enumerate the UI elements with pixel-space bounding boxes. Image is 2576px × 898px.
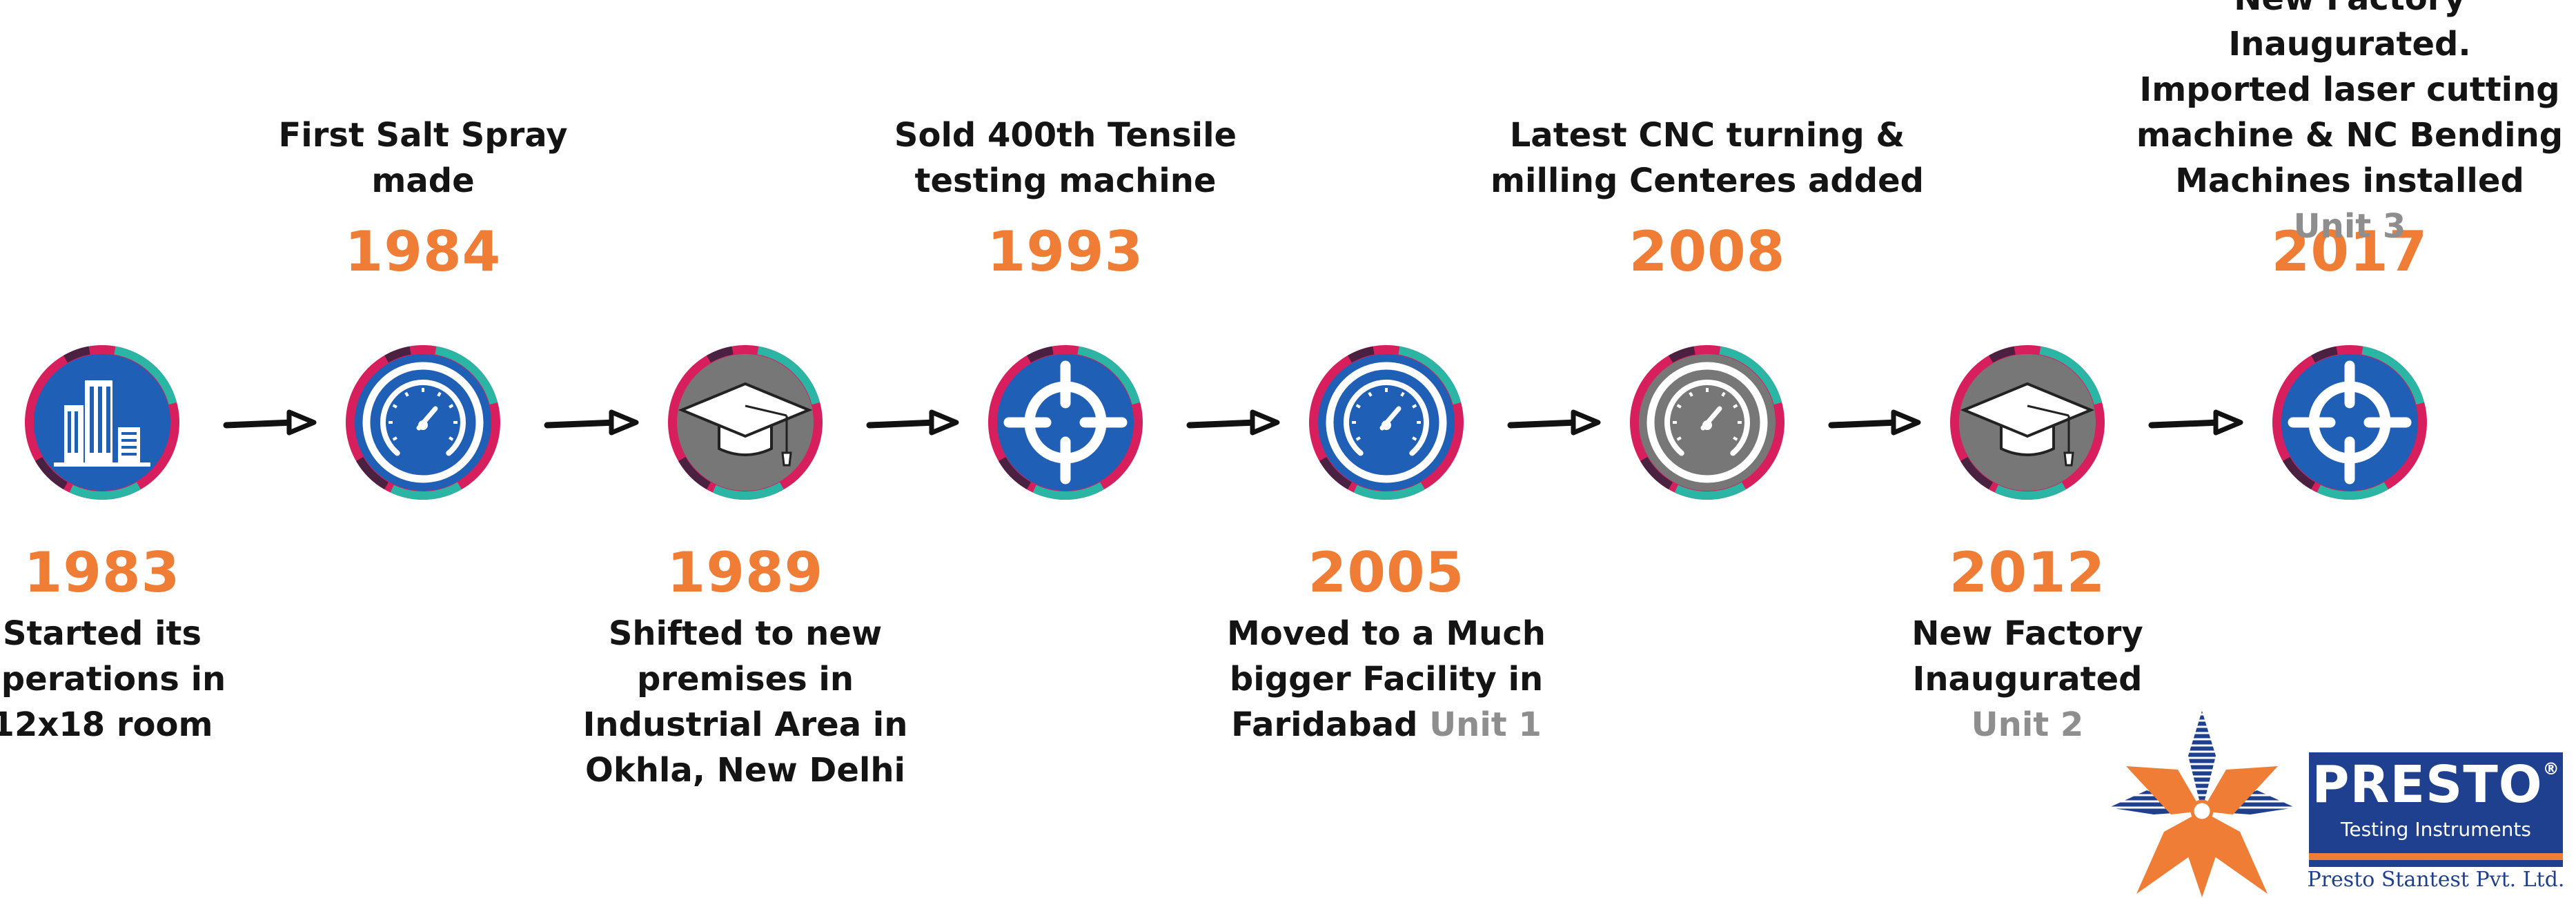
- description-line: Shifted to new: [524, 611, 966, 656]
- milestone-circle: [2272, 345, 2427, 500]
- milestone-description: First Salt Spray made: [202, 113, 644, 204]
- arrow-connector: [1507, 409, 1601, 436]
- description-text: Shifted to new: [608, 614, 883, 653]
- description-text: testing machine: [914, 162, 1217, 200]
- milestone-circle: [1309, 345, 1464, 500]
- graduation-cap-icon: [1960, 382, 2095, 467]
- description-line: New Factory Inaugurated.: [2129, 0, 2570, 67]
- description-text: Okhla, New Delhi: [585, 751, 905, 790]
- milestone-description: Shifted to new premises in Industrial Area…: [524, 611, 966, 793]
- milestone-circle: [668, 345, 823, 500]
- milestone-year: 1983: [23, 540, 181, 605]
- milestone-description: Started its operations in 12x18 room: [0, 611, 323, 748]
- arrow-connector: [1828, 409, 1921, 436]
- milestone-circle: [1630, 345, 1784, 500]
- logo-brand: PRESTO®: [2312, 755, 2560, 814]
- description-text: Latest CNC turning &: [1509, 116, 1905, 155]
- milestone-description: Sold 400th Tensile testing machine: [845, 113, 1286, 204]
- description-text: New Factory Inaugurated: [1911, 614, 2143, 699]
- milestone-circle: [346, 345, 500, 500]
- logo-tagline: Testing Instruments: [2341, 818, 2531, 841]
- milestone-description: Latest CNC turning & milling Centeres add…: [1486, 113, 1928, 204]
- description-line: Machines installed: [2129, 158, 2570, 204]
- description-text: Imported laser cutting: [2139, 70, 2560, 109]
- arrow-connector: [866, 409, 959, 436]
- description-line: Industrial Area in: [524, 702, 966, 748]
- description-line: Okhla, New Delhi: [524, 748, 966, 793]
- arrow-connector: [1186, 409, 1280, 436]
- description-line: made: [202, 158, 644, 204]
- description-line: testing machine: [845, 158, 1286, 204]
- description-line: First Salt Spray: [202, 113, 644, 158]
- description-text: Started its: [2, 614, 202, 653]
- presto-star-logo-icon: [2105, 711, 2299, 897]
- presto-logo-box: PRESTO® Testing Instruments: [2309, 752, 2563, 867]
- milestone-description: New Factory Inaugurated. Imported laser c…: [2129, 0, 2570, 249]
- description-text: 12x18 room: [0, 705, 213, 744]
- milestone-year: 2017: [2271, 219, 2428, 284]
- unit-label: Unit 1: [1429, 705, 1542, 744]
- description-text: Moved to a Much: [1227, 614, 1546, 653]
- logo-company-name: Presto Stantest Pvt. Ltd.: [2307, 868, 2565, 892]
- description-line: Started its: [0, 611, 323, 656]
- description-line: operations in: [0, 656, 323, 702]
- description-text: operations in: [0, 660, 226, 699]
- arrow-connector: [2148, 409, 2243, 436]
- milestone-year: 2005: [1308, 540, 1465, 605]
- description-text: premises in: [636, 660, 854, 699]
- description-text: Machines installed: [2175, 162, 2524, 200]
- buildings-icon: [54, 379, 150, 467]
- description-line: milling Centeres added: [1486, 158, 1928, 204]
- milestone-year: 1993: [987, 219, 1144, 284]
- description-text: Faridabad: [1231, 705, 1418, 744]
- description-text: Sold 400th Tensile: [894, 116, 1237, 155]
- description-text: made: [371, 162, 475, 200]
- milestone-year: 1989: [667, 540, 824, 605]
- description-line: bigger Facility in: [1166, 656, 1607, 702]
- milestone-circle: [25, 345, 179, 500]
- description-text: machine & NC Bending: [2136, 116, 2564, 155]
- crosshair-icon: [2288, 360, 2412, 485]
- description-line: premises in: [524, 656, 966, 702]
- description-text: First Salt Spray: [278, 116, 568, 155]
- description-text: Industrial Area in: [582, 705, 908, 744]
- arrow-connector: [223, 409, 317, 436]
- description-line: Latest CNC turning &: [1486, 113, 1928, 158]
- description-line: machine & NC Bending: [2129, 113, 2570, 158]
- registered-mark: ®: [2542, 759, 2560, 779]
- milestone-year: 2008: [1629, 219, 1786, 284]
- milestone-year: 2012: [1949, 540, 2106, 605]
- unit-label: Unit 2: [1971, 705, 2084, 744]
- gauge-icon: [1326, 362, 1447, 483]
- arrow-connector: [544, 409, 639, 436]
- description-line: 12x18 room: [0, 702, 323, 748]
- milestone-circle: [988, 345, 1143, 500]
- description-text: New Factory Inaugurated.: [2228, 0, 2471, 64]
- gauge-icon: [1646, 362, 1768, 483]
- graduation-cap-icon: [678, 382, 813, 467]
- gauge-icon: [362, 362, 484, 483]
- logo-underline: [2309, 853, 2563, 860]
- description-line: Moved to a Much: [1166, 611, 1607, 656]
- description-line: Imported laser cutting: [2129, 67, 2570, 113]
- circles-layer: [25, 345, 2427, 500]
- unit-label: Unit 3: [2293, 207, 2406, 246]
- milestone-year: 1984: [344, 219, 502, 284]
- description-line: New Factory Inaugurated: [1807, 611, 2248, 702]
- description-line: Sold 400th Tensile: [845, 113, 1286, 158]
- crosshair-icon: [1003, 360, 1128, 485]
- arrows-layer: [223, 409, 2243, 436]
- description-text: milling Centeres added: [1490, 162, 1925, 200]
- milestone-circle: [1950, 345, 2105, 500]
- description-text: bigger Facility in: [1229, 660, 1544, 699]
- description-line: Faridabad Unit 1: [1166, 702, 1607, 748]
